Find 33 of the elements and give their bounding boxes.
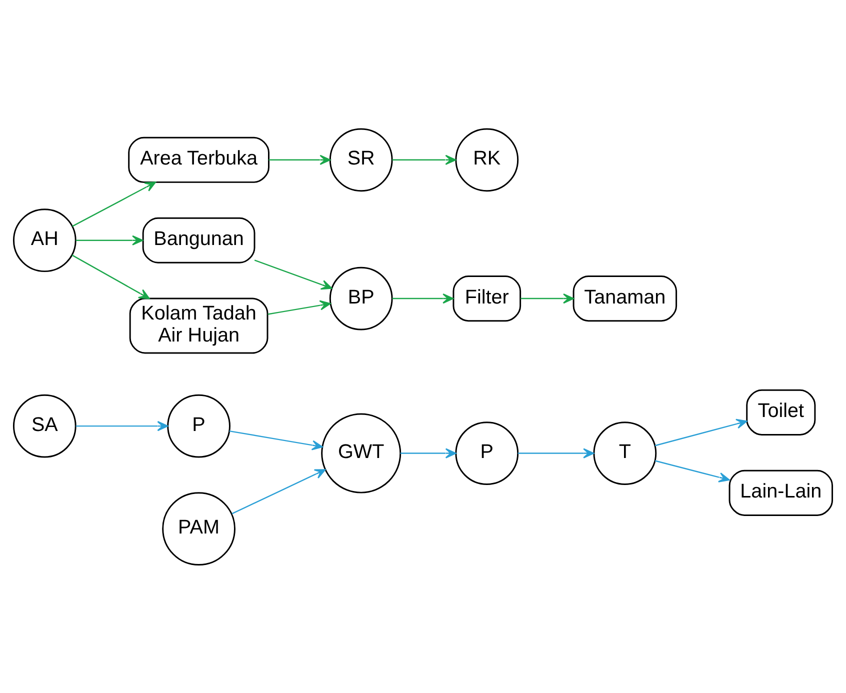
arrow <box>254 259 332 290</box>
node-circle: PAM <box>162 492 236 565</box>
node-circle: T <box>593 421 657 484</box>
node-box: Lain-Lain <box>728 469 834 516</box>
node-circle: BP <box>329 266 393 330</box>
arrow <box>268 154 331 164</box>
node-box: Tanaman <box>572 275 678 322</box>
node-circle: SA <box>12 394 76 458</box>
arrow <box>76 420 168 431</box>
arrow <box>654 418 748 446</box>
arrow <box>76 234 144 245</box>
arrow <box>232 468 326 514</box>
arrow <box>392 154 456 164</box>
arrow <box>654 460 730 482</box>
arrow <box>229 430 323 450</box>
node-circle: GWT <box>321 412 402 493</box>
node-circle: SR <box>329 128 393 192</box>
node-circle: AH <box>12 208 76 272</box>
node-box: Filter <box>452 275 522 322</box>
arrow <box>400 448 456 458</box>
arrow <box>72 181 156 226</box>
arrow <box>72 254 150 299</box>
arrow <box>392 292 454 304</box>
node-box: Bangunan <box>142 216 256 263</box>
node-circle: P <box>167 394 230 458</box>
node-box: Area Terbuka <box>128 136 270 182</box>
arrow <box>520 292 574 304</box>
node-box: Kolam Tadah Air Hujan <box>129 297 268 354</box>
arrow <box>518 448 594 458</box>
node-circle: P <box>455 421 519 484</box>
arrow <box>268 300 331 314</box>
node-circle: RK <box>455 128 519 192</box>
node-box: Toilet <box>746 388 816 435</box>
